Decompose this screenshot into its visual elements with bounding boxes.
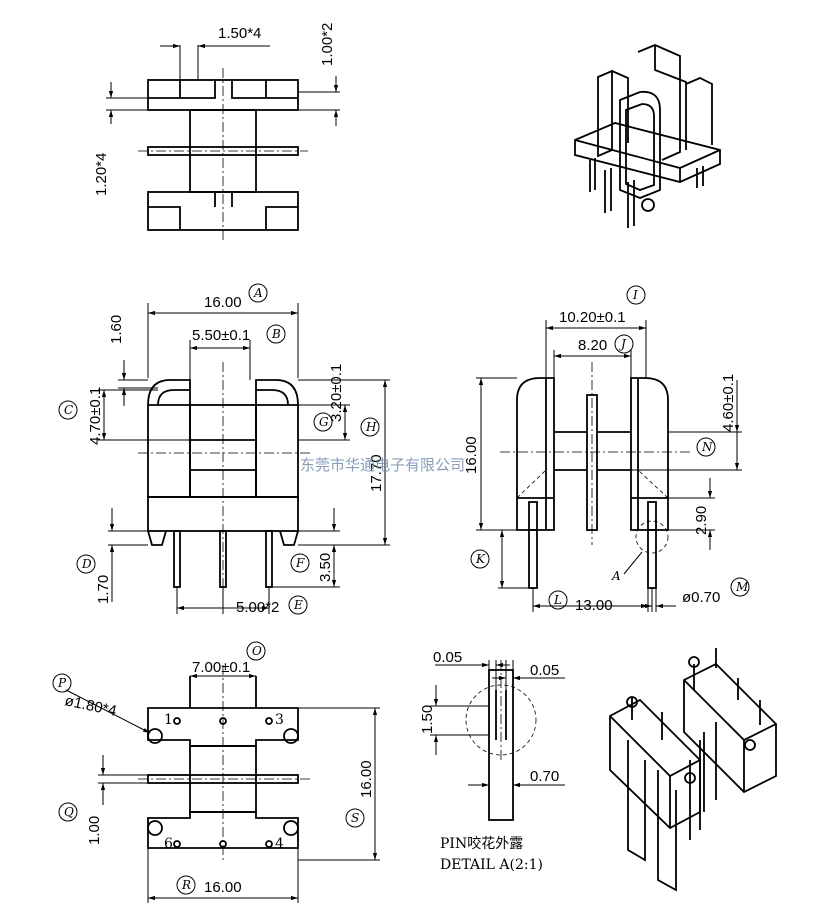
dim-rib: 1.00: [86, 816, 103, 845]
watermark: 东莞市华通电子有限公司: [300, 456, 465, 474]
label-p: P: [57, 676, 67, 690]
isometric-view-top: [574, 44, 721, 228]
pin-number-1: 1: [164, 712, 173, 728]
label-f: F: [295, 556, 305, 570]
dim-detail-width: 0.70: [530, 768, 559, 785]
label-s: S: [351, 811, 359, 825]
dim-detail-right-gap: 0.05: [530, 662, 559, 679]
dim-side-length: 13.00: [575, 597, 613, 614]
label-r: R: [181, 878, 191, 892]
label-j: J: [618, 337, 627, 351]
dim-side-outer: 10.20±0.1: [559, 309, 626, 326]
side-view: 10.20±0.1 I 8.20 J 16.00 4.60±0.1 N 2.90…: [463, 285, 750, 614]
label-k: K: [475, 552, 486, 566]
dim-slot-spacing: 5.50±0.1: [192, 327, 250, 344]
dim-side-window: 4.60±0.1: [720, 374, 737, 432]
dim-detail-height: 1.50: [419, 705, 436, 734]
dim-pin-span: 7.00±0.1: [192, 659, 250, 676]
detail-a: 0.05 0.05 1.50 0.70 PIN咬花外露 DETAIL A(2:1…: [419, 649, 565, 873]
detail-title: DETAIL A(2:1): [440, 857, 543, 873]
top-view: 1.50*4 1.00*2 1.20*4: [93, 23, 340, 240]
dim-pin-exposed: 2.90: [693, 506, 710, 535]
label-i: I: [632, 288, 638, 302]
label-q: Q: [64, 805, 74, 819]
label-b: B: [271, 327, 281, 341]
dim-bottom-height: 16.00: [358, 760, 375, 798]
dim-pin-width: 1.50*4: [218, 25, 261, 42]
dim-hole: ø1.80*4: [63, 692, 118, 720]
dim-detail-left-gap: 0.05: [433, 649, 462, 666]
dim-front-width: 16.00: [204, 294, 242, 311]
label-o: O: [252, 644, 262, 658]
label-h: H: [365, 420, 377, 434]
label-a: A: [253, 286, 263, 300]
label-g: G: [319, 415, 329, 429]
detail-callout: A: [611, 569, 621, 583]
dim-left-window: 4.70±0.1: [87, 387, 104, 445]
dim-side-height: 16.00: [463, 436, 480, 474]
dim-bottom-width: 16.00: [204, 879, 242, 896]
label-c: C: [64, 403, 73, 417]
dim-slot-height: 1.20*4: [93, 153, 110, 196]
detail-note: PIN咬花外露: [440, 835, 523, 852]
dim-inner-height: 3.20±0.1: [328, 364, 345, 422]
front-view: 16.00 A 5.50±0.1 B 1.60 4.70±0.1 C 3.20±…: [58, 283, 390, 616]
pin-number-3: 3: [275, 712, 284, 728]
label-n: N: [701, 440, 713, 454]
dim-total-height: 17.70: [368, 454, 385, 492]
label-d: D: [81, 557, 92, 571]
dim-pin-pitch: 5.00*2: [236, 599, 279, 616]
dim-standoff: 1.70: [95, 575, 112, 604]
pin-number-6: 6: [164, 836, 173, 852]
dim-pin-length: 3.50: [317, 553, 334, 582]
isometric-view-bottom: [609, 648, 777, 892]
dim-pin-thickness: 1.00*2: [319, 23, 336, 66]
dim-top-flange: 1.60: [108, 315, 125, 344]
label-l: L: [553, 593, 562, 607]
bottom-view: 1 3 4 6 7.00±0.1 O ø1.80*4 P 16.00 S 1.0…: [52, 641, 380, 903]
label-e: E: [293, 598, 303, 612]
label-m: M: [735, 580, 749, 594]
dim-side-inner: 8.20: [578, 337, 607, 354]
dim-pin-dia: ø0.70: [682, 589, 720, 606]
pin-number-4: 4: [275, 836, 284, 852]
